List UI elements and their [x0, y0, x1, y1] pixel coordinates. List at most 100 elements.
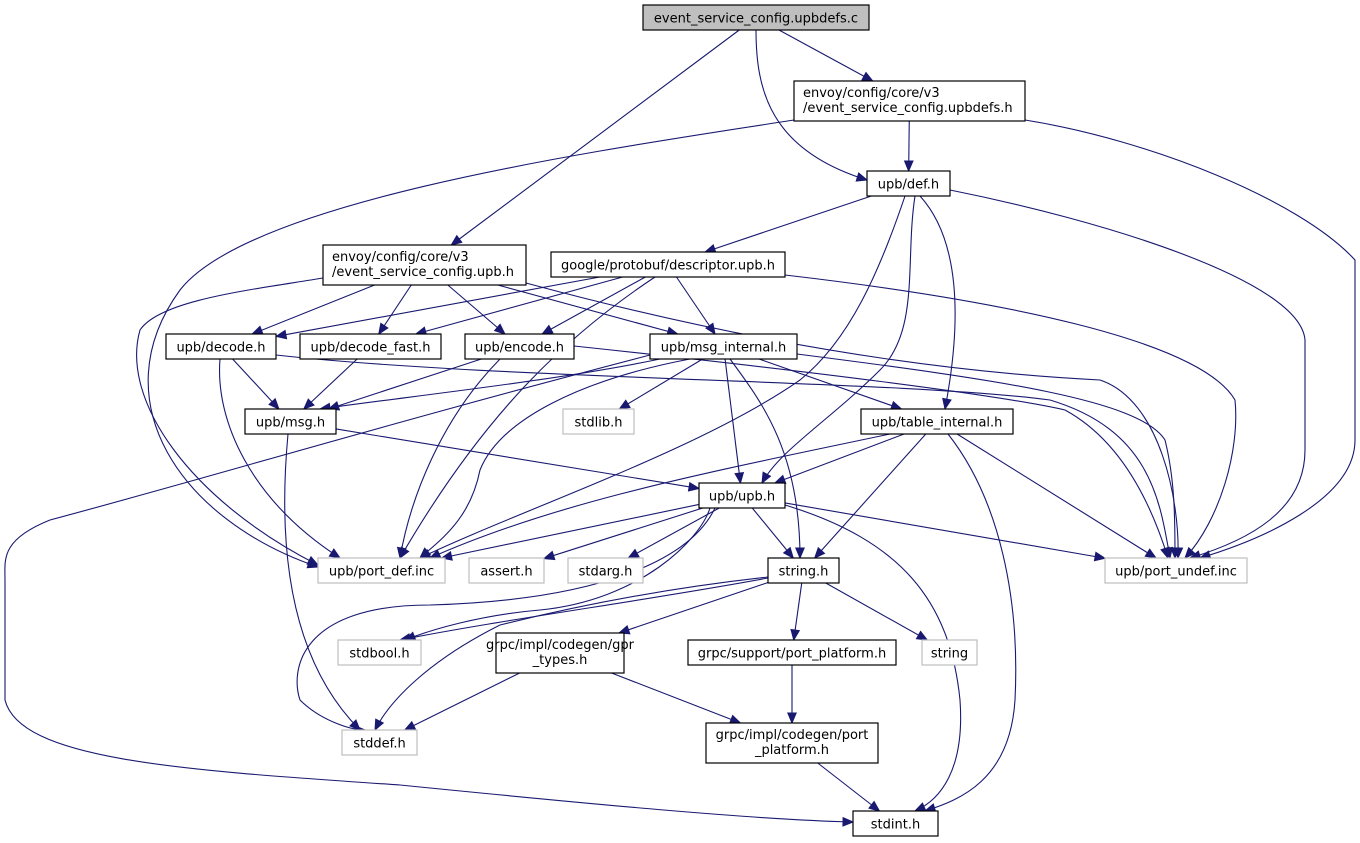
arrowhead — [378, 322, 389, 336]
edge-line — [724, 358, 741, 484]
node-msg[interactable]: upb/msg.h — [244, 408, 337, 435]
arrowhead — [861, 71, 874, 82]
node-stdint[interactable]: stdint.h — [852, 810, 939, 837]
node-box — [165, 333, 277, 360]
node-label: /event_service_config.upb.h — [332, 265, 514, 280]
node-stdbool[interactable]: stdbool.h — [337, 639, 422, 666]
node-upb-h-env[interactable]: envoy/config/core/v3/event_service_confi… — [322, 244, 527, 286]
node-stdarg[interactable]: stdarg.h — [567, 557, 644, 584]
node-box — [337, 639, 422, 666]
node-box — [299, 333, 442, 360]
edge-line — [796, 353, 1176, 559]
edge-line — [619, 358, 703, 410]
edge-msg_internal-to-port_def — [419, 358, 691, 559]
edge-codegen_pp-to-stdint — [817, 762, 881, 812]
edge-decode-to-port_def — [218, 358, 342, 559]
edge-line — [924, 433, 1017, 812]
arrowhead — [782, 546, 795, 559]
node-stddef[interactable]: stddef.h — [341, 729, 418, 756]
edge-line — [1024, 119, 1356, 559]
edge-string_h-to-support_pp — [790, 582, 803, 642]
edge-line — [4, 354, 854, 823]
edge-line — [956, 433, 1157, 559]
node-stdlib[interactable]: stdlib.h — [562, 408, 635, 435]
node-label: grpc/impl/codegen/gpr — [486, 638, 635, 653]
edge-line — [784, 502, 1106, 559]
node-port-def[interactable]: upb/port_def.inc — [317, 557, 446, 584]
arrowhead — [842, 816, 855, 827]
node-label: upb/decode_fast.h — [310, 341, 430, 356]
node-string-h[interactable]: string.h — [767, 557, 840, 584]
edge-upb_h_env-to-port_def — [136, 277, 324, 566]
edge-line — [232, 358, 280, 410]
node-box — [767, 557, 840, 584]
arrowhead — [403, 720, 417, 731]
arrowhead — [705, 322, 716, 336]
node-box — [468, 557, 545, 584]
node-decode[interactable]: upb/decode.h — [165, 333, 277, 360]
node-box — [495, 632, 625, 674]
edge-line — [136, 277, 324, 566]
edge-msg_internal-to-stdint — [4, 354, 855, 827]
edge-line — [319, 358, 661, 410]
arrowhead — [1170, 547, 1180, 560]
edge-line — [497, 284, 678, 335]
arrowhead — [795, 547, 805, 560]
node-support-pp[interactable]: grpc/support/port_platform.h — [687, 639, 897, 666]
edge-line — [817, 762, 880, 812]
edge-line — [275, 276, 600, 337]
node-string[interactable]: string — [921, 639, 978, 666]
arrowhead — [450, 234, 463, 246]
arrowhead — [627, 548, 640, 559]
node-encode[interactable]: upb/encode.h — [464, 333, 575, 360]
edge-line — [284, 433, 361, 731]
edge-gpr_types-to-stddef — [403, 672, 520, 731]
edge-decode_fast-to-msg — [302, 358, 358, 410]
edge-table_internal-to-stdint — [923, 433, 1017, 813]
arrowhead — [773, 474, 787, 484]
edge-descriptor-to-decode — [274, 276, 600, 340]
arrowhead — [268, 397, 280, 410]
node-root[interactable]: event_service_config.upbdefs.c — [642, 4, 870, 31]
node-port-undef[interactable]: upb/port_undef.inc — [1104, 557, 1248, 584]
node-codegen-pp[interactable]: grpc/impl/codegen/port_platform.h — [705, 722, 879, 764]
arrowhead — [541, 324, 554, 335]
node-gpr-types[interactable]: grpc/impl/codegen/gpr_types.h — [486, 632, 635, 674]
arrowhead — [734, 471, 745, 485]
node-label: stddef.h — [353, 737, 405, 752]
node-upbdefs-h[interactable]: envoy/config/core/v3/event_service_confi… — [793, 80, 1026, 122]
node-label: upb/port_undef.inc — [1115, 565, 1237, 580]
edge-upb-to-port_def — [440, 503, 700, 561]
arrowhead — [761, 471, 772, 485]
edge-line — [147, 119, 795, 568]
node-label: _platform.h — [754, 743, 829, 758]
arrowhead — [915, 630, 929, 641]
node-box — [341, 729, 418, 756]
edge-line — [252, 284, 375, 335]
node-def-h[interactable]: upb/def.h — [866, 170, 951, 197]
node-label: envoy/config/core/v3 — [803, 86, 940, 101]
node-msg-internal[interactable]: upb/msg_internal.h — [649, 333, 798, 360]
node-table-internal[interactable]: upb/table_internal.h — [860, 408, 1014, 435]
edge-upb-to-assert — [542, 507, 703, 561]
node-descriptor[interactable]: google/protobuf/descriptor.upb.h — [550, 251, 786, 278]
edge-support_pp-to-codegen_pp — [787, 665, 797, 725]
edge-line — [814, 433, 927, 559]
node-box — [866, 170, 951, 197]
node-box — [698, 482, 786, 509]
node-box — [322, 244, 527, 286]
node-upb[interactable]: upb/upb.h — [698, 482, 786, 509]
node-assert[interactable]: assert.h — [468, 557, 545, 584]
node-label: _types.h — [532, 653, 588, 668]
node-decode-fast[interactable]: upb/decode_fast.h — [299, 333, 442, 360]
edge-encode-to-msg — [327, 358, 482, 411]
arrowhead — [790, 628, 801, 642]
node-label: upb/encode.h — [475, 341, 564, 356]
node-box — [567, 557, 644, 584]
edge-line — [755, 29, 868, 181]
node-label: event_service_config.upbdefs.c — [654, 12, 858, 27]
node-box — [464, 333, 575, 360]
edge-msg_internal-to-port_undef — [796, 353, 1180, 560]
edge-descriptor-to-port_undef — [784, 274, 1237, 559]
node-label: grpc/support/port_platform.h — [698, 647, 886, 662]
